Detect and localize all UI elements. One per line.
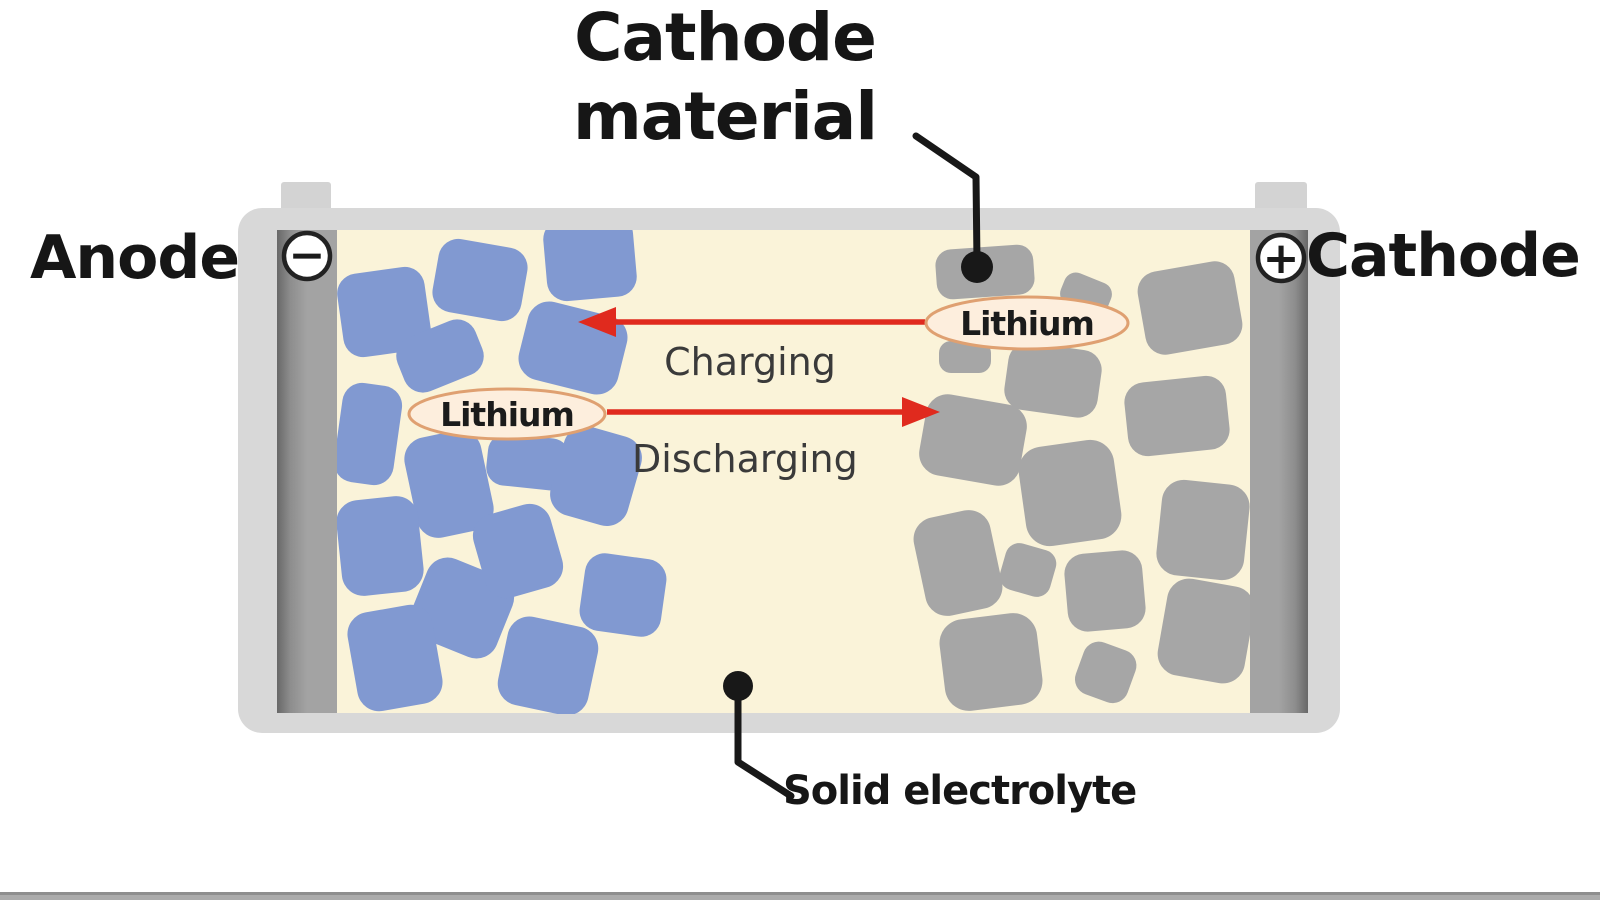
cathode-particle [1018, 439, 1122, 547]
anode-particle [579, 553, 667, 637]
solid-electrolyte-label: Solid electrolyte [783, 768, 1137, 814]
anode-current-collector [277, 230, 337, 713]
anode-particle [404, 430, 494, 538]
cathode-particle [939, 613, 1043, 711]
svg-text:+: + [1263, 233, 1300, 284]
title-cathode-material: Cathode material [510, 0, 940, 156]
lithium-oval-right [924, 295, 1130, 351]
svg-text:−: − [289, 230, 326, 281]
cathode-particle [1137, 261, 1243, 355]
cathode-particle [939, 341, 991, 373]
anode-tab [281, 182, 331, 216]
solid-electrolyte-pointer [723, 671, 795, 800]
cathode-label: Cathode [1306, 221, 1581, 291]
anode-particle [432, 238, 528, 322]
anode-label: Anode [30, 223, 240, 293]
lithium-oval-left [407, 387, 607, 441]
cathode-particle [999, 543, 1057, 597]
cathode-particle [1156, 479, 1250, 581]
cathode-particle [1064, 550, 1146, 632]
minus-terminal-icon: − [281, 230, 333, 282]
cathode-particles [913, 244, 1255, 711]
lithium-label-right: Lithium [960, 304, 1095, 343]
cathode-particle [1157, 578, 1255, 684]
cathode-particle [919, 394, 1027, 486]
anode-particle [347, 604, 443, 712]
charging-arrow [578, 307, 925, 337]
title-line2: material [573, 78, 878, 155]
solid-electrolyte-dot [723, 671, 753, 701]
cathode-particle [913, 510, 1003, 616]
title-line1: Cathode [574, 0, 877, 76]
lithium-label-left: Lithium [440, 395, 575, 434]
anode-particles [333, 230, 667, 714]
anode-particle [333, 382, 403, 486]
cathode-particle [1004, 342, 1102, 418]
anode-particle [543, 230, 637, 302]
cathode-material-pointer [912, 132, 993, 283]
cathode-material-dot [961, 251, 993, 283]
cathode-current-collector [1250, 230, 1308, 713]
anode-particle [550, 425, 642, 527]
anode-particle [472, 503, 564, 599]
anode-particle [337, 266, 431, 358]
anode-particle [396, 319, 484, 393]
anode-particle [336, 496, 424, 596]
bottom-bar [0, 892, 1600, 900]
plus-terminal-icon: + [1255, 232, 1307, 284]
anode-particle [497, 616, 599, 714]
cathode-particle [1124, 375, 1230, 457]
discharging-arrow [607, 397, 940, 427]
cathode-tab [1255, 182, 1307, 216]
cathode-particle [1074, 641, 1137, 704]
anode-particle [486, 433, 570, 491]
charging-label: Charging [664, 340, 836, 384]
discharging-label: Discharging [632, 437, 858, 481]
